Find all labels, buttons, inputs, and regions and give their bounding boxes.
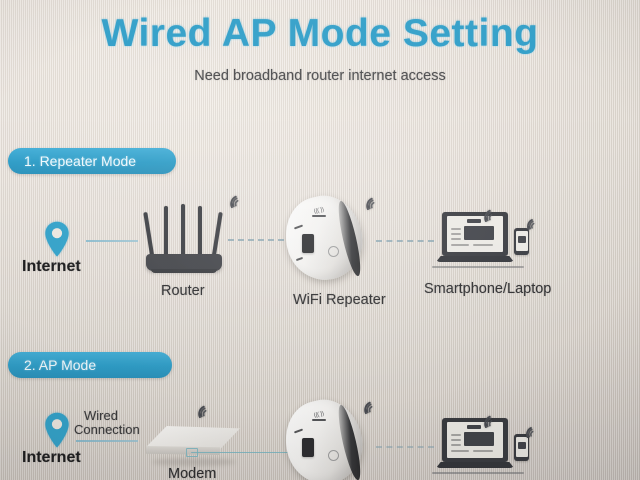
location-pin-icon [44, 221, 70, 257]
wifi-signal-icon [196, 400, 216, 418]
section-badge-label: 2. AP Mode [24, 357, 97, 373]
node-label-repeater: WiFi Repeater [293, 292, 386, 308]
wifi-signal-icon [228, 190, 248, 208]
wired-connection-label-line2: Connection [74, 422, 140, 437]
wifi-signal-icon [482, 410, 502, 428]
smartphone-icon [514, 434, 529, 461]
wifi-signal-icon [524, 422, 542, 438]
connector-modem-to-repeater-horizontal [191, 452, 301, 453]
cable-connector-plug [186, 448, 198, 457]
wifi-repeater-icon: ((( )) [277, 392, 371, 480]
connector-repeater-to-clients [376, 240, 434, 242]
node-label-router: Router [161, 283, 205, 299]
wifi-signal-icon [525, 214, 543, 230]
section-badge-ap-mode: 2. AP Mode [8, 352, 172, 378]
node-label-clients: Smartphone/Laptop [424, 281, 552, 297]
wired-connection-label-line1: Wired [84, 408, 118, 423]
laptop-phone-icon [432, 418, 524, 474]
node-label-modem: Modem [168, 466, 217, 480]
router-icon [143, 200, 224, 274]
connector-router-to-repeater [228, 239, 284, 241]
smartphone-icon [514, 228, 529, 255]
wifi-signal-icon [364, 192, 384, 210]
wifi-signal-icon [362, 396, 382, 414]
modem-icon [146, 418, 242, 466]
section-badge-repeater-mode: 1. Repeater Mode [8, 148, 176, 174]
node-label-internet-1: Internet [22, 258, 81, 275]
wifi-signal-icon [482, 204, 502, 222]
location-pin-icon [44, 412, 70, 448]
connector-internet-to-modem [76, 440, 138, 442]
wifi-repeater-icon: ((( )) [277, 188, 371, 288]
laptop-phone-icon [432, 212, 524, 268]
page-subtitle: Need broadband router internet access [194, 68, 446, 84]
connector-internet-to-router [86, 240, 138, 242]
connector-repeater-to-clients-2 [376, 446, 434, 448]
section-badge-label: 1. Repeater Mode [24, 153, 137, 169]
node-label-internet-2: Internet [22, 449, 81, 466]
page-title: Wired AP Mode Setting [101, 12, 539, 55]
